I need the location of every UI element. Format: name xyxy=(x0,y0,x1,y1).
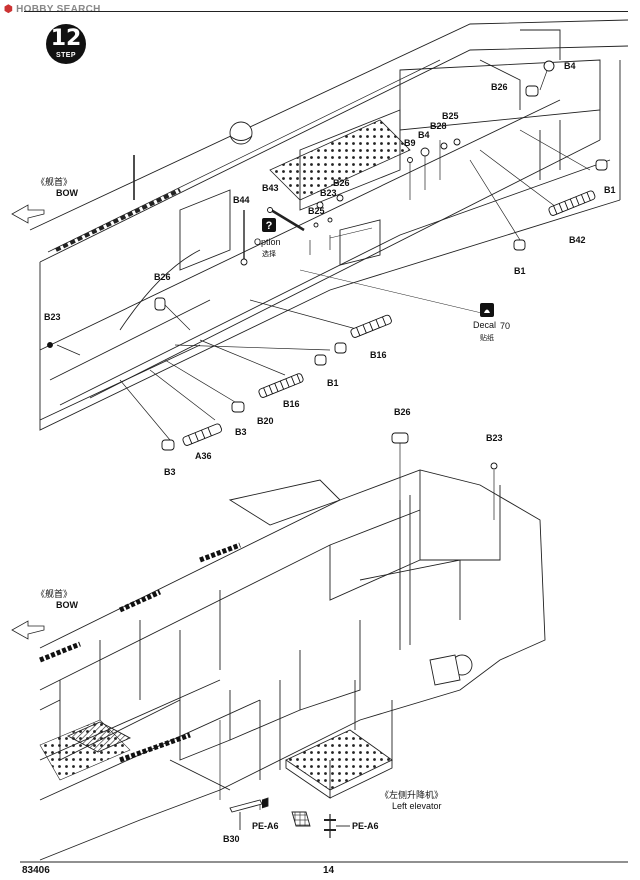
part-b1: B1 xyxy=(604,185,616,195)
part-b43: B43 xyxy=(262,183,279,193)
step-label: STEP xyxy=(56,52,76,59)
lower-parts xyxy=(391,432,498,470)
decal-icon xyxy=(480,303,494,317)
part-b3: B3 xyxy=(164,467,176,477)
part-b16: B16 xyxy=(283,399,300,409)
option-label-cn: 选择 xyxy=(262,250,276,258)
elevator-label-cn: 《左侧升降机》 xyxy=(380,791,444,801)
part-b4: B4 xyxy=(418,130,430,140)
upper-parts xyxy=(47,60,608,451)
part-b26: B26 xyxy=(491,82,508,92)
watermark: ⬢ HOBBY SEARCH xyxy=(4,4,101,15)
watermark-text: HOBBY SEARCH xyxy=(16,4,101,15)
step-badge: 12 STEP xyxy=(46,24,86,64)
part-b28: B28 xyxy=(430,121,447,131)
bow-arrow-bottom-icon xyxy=(11,620,45,640)
part-b26: B26 xyxy=(394,407,411,417)
part-pe-a6: PE-A6 xyxy=(252,821,279,831)
bow-arrow-top-icon xyxy=(11,204,45,224)
part-pe-a6: PE-A6 xyxy=(352,821,379,831)
part-b26: B26 xyxy=(333,178,350,188)
part-b23: B23 xyxy=(44,312,61,322)
elevator-label-en: Left elevator xyxy=(392,801,442,811)
part-b25: B25 xyxy=(308,206,325,216)
bow-label-cn-bottom: 《舰首》 xyxy=(36,590,73,600)
part-b3: B3 xyxy=(235,427,247,437)
decal-number: 70 xyxy=(500,321,511,331)
bow-label-cn-top: 《舰首》 xyxy=(36,178,73,188)
part-b1: B1 xyxy=(514,266,526,276)
page-number: 14 xyxy=(323,865,335,876)
part-b30: B30 xyxy=(223,834,240,844)
step-number: 12 xyxy=(50,26,82,51)
lower-hull-view xyxy=(39,440,546,861)
option-label: Option xyxy=(254,237,281,247)
part-b44: B44 xyxy=(233,195,250,205)
part-b4: B4 xyxy=(564,61,576,71)
part-b25: B25 xyxy=(442,111,459,121)
bow-label-en-bottom: BOW xyxy=(56,600,78,610)
option-icon: ? xyxy=(262,218,276,232)
svg-text:?: ? xyxy=(266,220,273,232)
top-rule xyxy=(24,11,628,12)
bow-label-en-top: BOW xyxy=(56,188,78,198)
upper-hull-view xyxy=(29,19,629,431)
part-b9: B9 xyxy=(404,138,416,148)
product-code: 83406 xyxy=(22,865,50,876)
decal-label: Decal xyxy=(473,320,497,330)
part-b23: B23 xyxy=(486,433,503,443)
decal-label-cn: 贴纸 xyxy=(480,334,494,342)
part-b20: B20 xyxy=(257,416,274,426)
upper-leader-lines xyxy=(56,67,591,441)
part-b1: B1 xyxy=(327,378,339,388)
part-b42: B42 xyxy=(569,235,586,245)
part-a36: A36 xyxy=(195,451,212,461)
part-b23: B23 xyxy=(320,188,337,198)
part-b26: B26 xyxy=(154,272,171,282)
part-b16: B16 xyxy=(370,350,387,360)
